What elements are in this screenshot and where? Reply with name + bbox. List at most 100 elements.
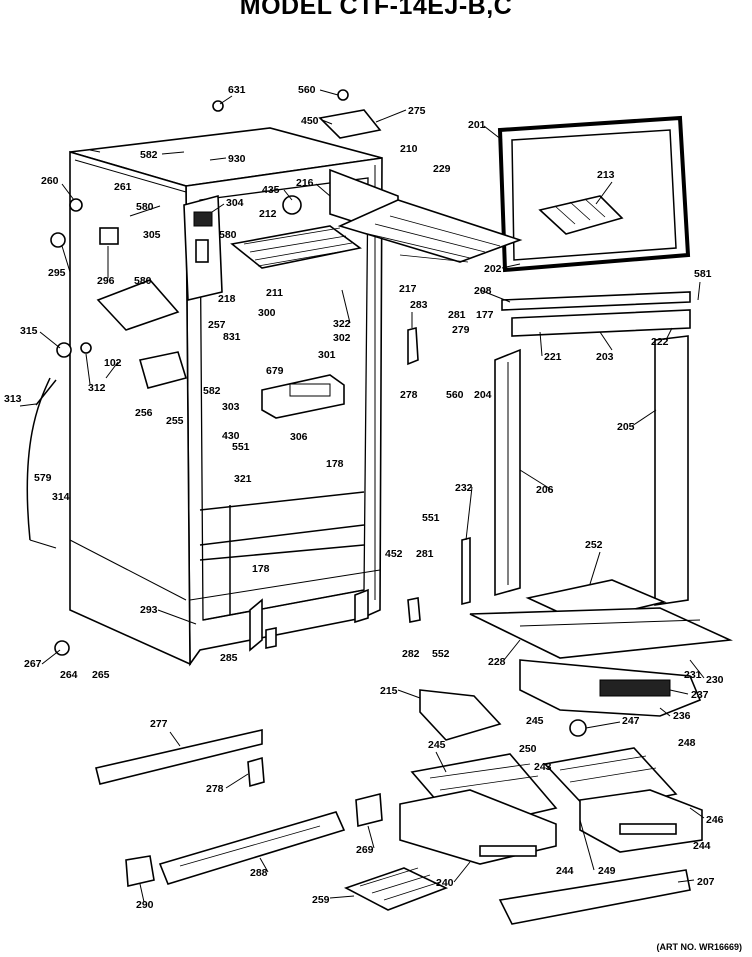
part-labels: 631 560 450 275 201 582 930 210 229 213 … [4, 84, 724, 911]
label-300: 300 [258, 307, 276, 319]
label-560: 560 [446, 389, 464, 401]
label-435: 435 [262, 184, 280, 196]
art-number: (ART NO. WR16669) [656, 942, 742, 952]
label-582: 582 [203, 385, 221, 397]
label-580: 580 [219, 229, 237, 241]
label-248: 248 [678, 737, 696, 749]
label-450: 450 [301, 115, 319, 127]
label-236: 236 [673, 710, 691, 722]
label-212: 212 [259, 208, 277, 220]
label-312: 312 [88, 382, 106, 394]
label-285: 285 [220, 652, 238, 664]
label-277: 277 [150, 718, 168, 730]
label-269: 269 [356, 844, 374, 856]
thermostat-assembly [261, 374, 345, 419]
label-217: 217 [399, 283, 417, 295]
rail [95, 728, 263, 785]
label-202: 202 [484, 263, 502, 275]
label-201: 201 [468, 119, 486, 131]
control-housing [183, 194, 223, 302]
label-264: 264 [60, 669, 78, 681]
label-216: 216 [296, 177, 314, 189]
label-278: 278 [206, 783, 224, 795]
label-229: 229 [433, 163, 451, 175]
label-452: 452 [385, 548, 403, 560]
freezer-door-frame [497, 115, 691, 273]
label-260: 260 [41, 175, 59, 187]
label-255: 255 [166, 415, 184, 427]
label-259: 259 [312, 894, 330, 906]
crisper-pan-small [519, 659, 702, 717]
door-bars [501, 291, 691, 337]
vertical-strips [494, 335, 689, 606]
label-257: 257 [208, 319, 226, 331]
label-551: 551 [422, 512, 440, 524]
label-315: 315 [20, 325, 38, 337]
label-580: 580 [134, 275, 152, 287]
label-256: 256 [135, 407, 153, 419]
label-275: 275 [408, 105, 426, 117]
label-203: 203 [596, 351, 614, 363]
label-679: 679 [266, 365, 284, 377]
label-243: 243 [534, 761, 552, 773]
label-218: 218 [218, 293, 236, 305]
label-207: 207 [697, 876, 715, 888]
label-305: 305 [143, 229, 161, 241]
label-267: 267 [24, 658, 42, 670]
label-295: 295 [48, 267, 66, 279]
label-211: 211 [266, 287, 283, 299]
label-247: 247 [622, 715, 640, 727]
label-321: 321 [234, 473, 252, 485]
label-302: 302 [333, 332, 351, 344]
label-178: 178 [252, 563, 270, 575]
label-222: 222 [651, 336, 669, 348]
label-177: 177 [476, 309, 494, 321]
label-296: 296 [97, 275, 115, 287]
label-313: 313 [4, 393, 22, 405]
grille [343, 867, 449, 911]
label-322: 322 [333, 318, 351, 330]
label-304: 304 [226, 197, 244, 209]
label-206: 206 [536, 484, 554, 496]
label-261: 261 [114, 181, 132, 193]
label-282: 282 [402, 648, 420, 660]
label-293: 293 [140, 604, 158, 616]
label-306: 306 [290, 431, 308, 443]
label-228: 228 [488, 656, 506, 668]
label-631: 631 [228, 84, 246, 96]
label-244: 244 [556, 865, 574, 877]
label-215: 215 [380, 685, 398, 697]
label-278: 278 [400, 389, 418, 401]
light-shield [158, 811, 346, 885]
freezer-shelf [230, 225, 362, 269]
label-831: 831 [223, 331, 241, 343]
label-178: 178 [326, 458, 344, 470]
label-265: 265 [92, 669, 110, 681]
label-205: 205 [617, 421, 635, 433]
label-551: 551 [232, 441, 250, 453]
diagram-title: MODEL CTF-14EJ-B,C [239, 0, 513, 20]
label-102: 102 [104, 357, 122, 369]
crisper-drawers [399, 747, 703, 865]
label-930: 930 [228, 153, 246, 165]
label-230: 230 [706, 674, 724, 686]
label-237: 237 [691, 689, 709, 701]
label-560: 560 [298, 84, 316, 96]
door-shelf [498, 869, 691, 925]
label-281: 281 [448, 309, 466, 321]
label-279: 279 [452, 324, 470, 336]
label-582: 582 [140, 149, 158, 161]
label-231: 231 [684, 669, 702, 681]
label-221: 221 [544, 351, 562, 363]
label-290: 290 [136, 899, 154, 911]
label-314: 314 [52, 491, 70, 503]
label-250: 250 [519, 743, 537, 755]
label-245: 245 [428, 739, 446, 751]
label-240: 240 [436, 877, 454, 889]
label-245: 245 [526, 715, 544, 727]
label-288: 288 [250, 867, 268, 879]
label-579: 579 [34, 472, 52, 484]
label-213: 213 [597, 169, 615, 181]
label-244: 244 [693, 840, 711, 852]
